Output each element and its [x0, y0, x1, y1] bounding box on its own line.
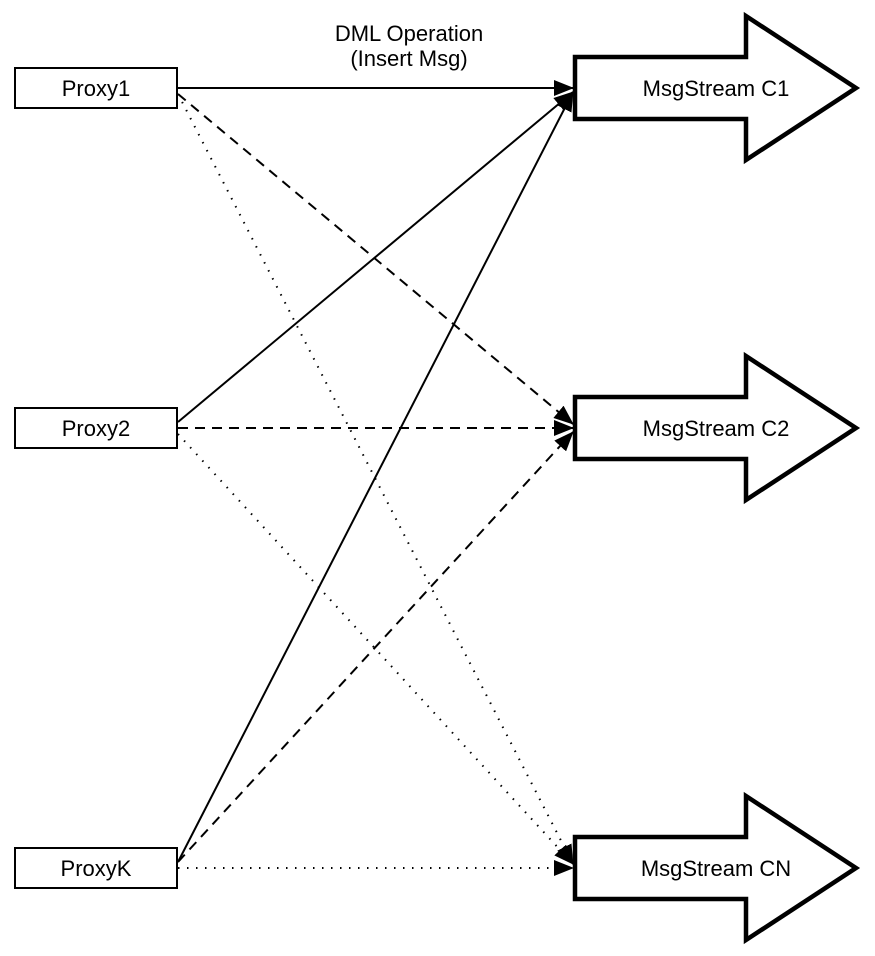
- node-proxyK: ProxyK: [14, 847, 178, 889]
- proxy2-label: Proxy2: [62, 416, 130, 441]
- proxyK-label: ProxyK: [61, 856, 132, 881]
- msgstream-cn-arrow-icon: [572, 791, 861, 945]
- node-msgstream-c2: MsgStream C2: [572, 351, 861, 505]
- edge-proxy1-c2: [177, 93, 574, 425]
- msgstream-c1-label: MsgStream C1: [643, 76, 790, 101]
- msgstream-cn-label: MsgStream CN: [641, 856, 791, 881]
- proxy1-label: Proxy1: [62, 76, 130, 101]
- node-proxy1: Proxy1: [14, 67, 178, 109]
- edge-proxyK-c1: [177, 91, 574, 863]
- proxy2-box: [14, 407, 178, 449]
- proxyK-box: [14, 847, 178, 889]
- node-msgstream-c1: MsgStream C1: [572, 11, 861, 165]
- node-msgstream-cn: MsgStream CN: [572, 791, 861, 945]
- edge-proxy2-c1: [177, 91, 574, 423]
- diagram-title-line1: DML Operation: [335, 21, 483, 46]
- diagram-title-line2: (Insert Msg): [350, 46, 467, 71]
- node-proxy2: Proxy2: [14, 407, 178, 449]
- edges-layer: [177, 80, 574, 876]
- proxy1-box: [14, 67, 178, 109]
- edge-proxyK-c2: [177, 431, 574, 863]
- edge-proxy2-cn: [177, 433, 574, 865]
- msgstream-c2-label: MsgStream C2: [643, 416, 790, 441]
- msgstream-c1-arrow-icon: [572, 11, 861, 165]
- msgstream-c2-arrow-icon: [572, 351, 861, 505]
